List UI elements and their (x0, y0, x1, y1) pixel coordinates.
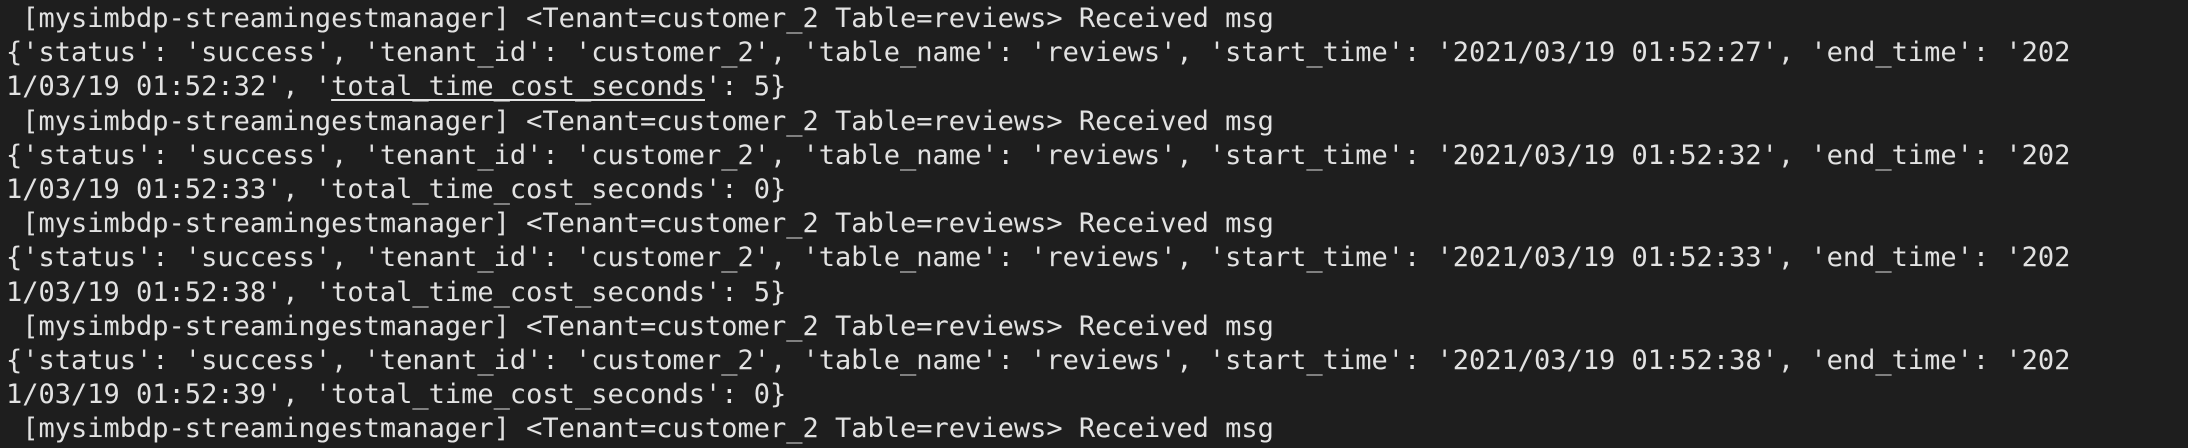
log-line-manager: [mysimbdp-streamingestmanager] <Tenant=c… (6, 413, 1274, 445)
log-line-manager: [mysimbdp-streamingestmanager] <Tenant=c… (6, 105, 1274, 137)
log-line-status-continued: 1/03/19 01:52:39', 'total_time_cost_seco… (6, 379, 787, 411)
log-line-manager: [mysimbdp-streamingestmanager] <Tenant=c… (6, 310, 1274, 342)
log-text: 1/03/19 01:52:32', ' (6, 71, 332, 103)
log-text: ': 5} (704, 71, 787, 103)
hovered-link-text[interactable]: total_time_cost_seconds (331, 71, 705, 103)
log-line-manager: [mysimbdp-streamingestmanager] <Tenant=c… (6, 3, 1274, 34)
log-line-status: {'status': 'success', 'tenant_id': 'cust… (6, 139, 2071, 171)
log-line-status: {'status': 'success', 'tenant_id': 'cust… (6, 37, 2071, 69)
log-line-status-continued: 1/03/19 01:52:38', 'total_time_cost_seco… (6, 276, 787, 308)
log-line-status: {'status': 'success', 'tenant_id': 'cust… (6, 242, 2071, 274)
log-line-status: {'status': 'success', 'tenant_id': 'cust… (6, 344, 2071, 376)
log-line-status-continued: 1/03/19 01:52:32', 'total_time_cost_seco… (6, 70, 2188, 104)
log-line-status-continued: 1/03/19 01:52:33', 'total_time_cost_seco… (6, 173, 787, 205)
log-line-manager: [mysimbdp-streamingestmanager] <Tenant=c… (6, 208, 1274, 240)
